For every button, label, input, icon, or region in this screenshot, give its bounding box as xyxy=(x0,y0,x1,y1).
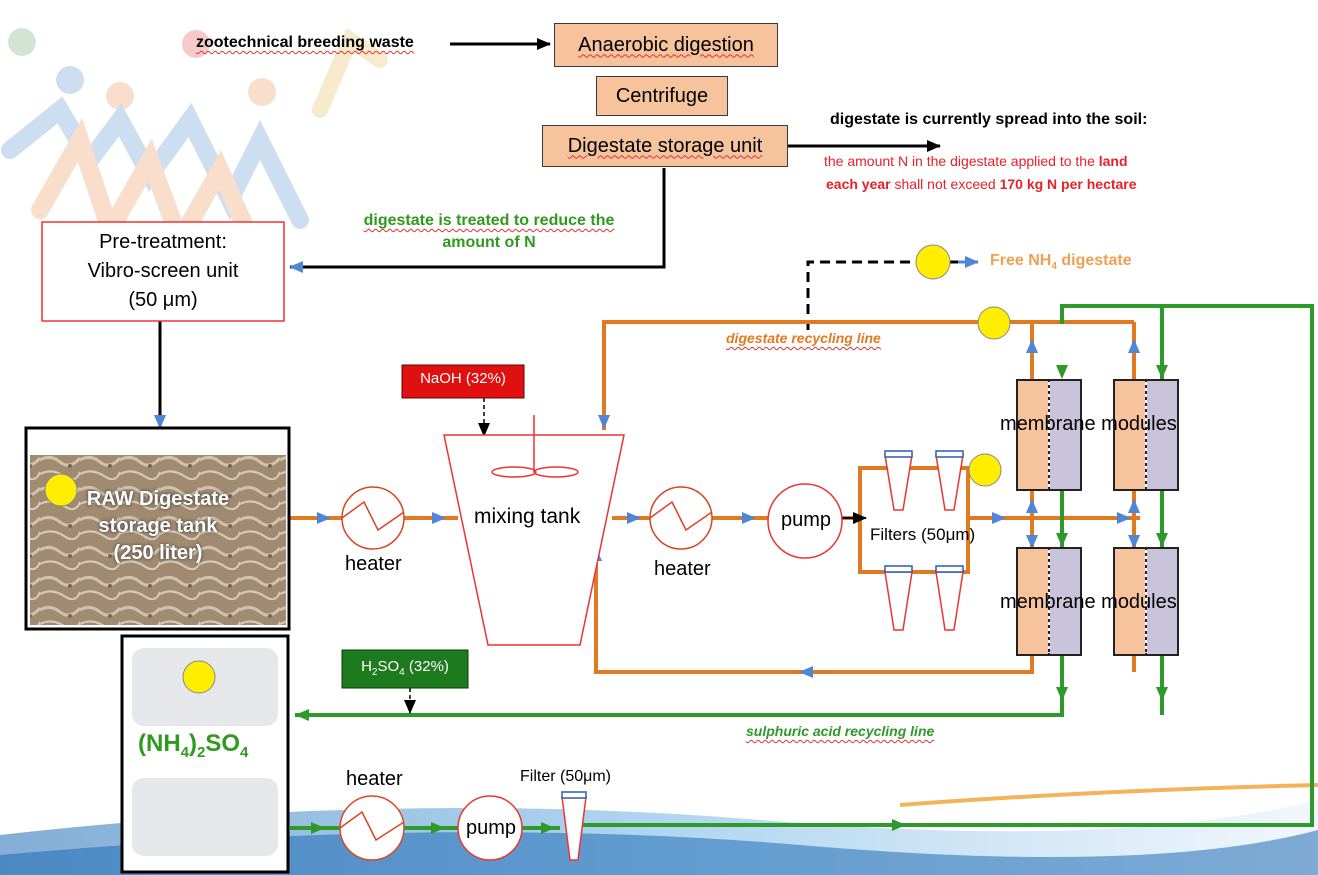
digestate-storage-box: Digestate storage unit xyxy=(542,125,788,167)
product-sub1: 4 xyxy=(180,743,189,761)
marker-raw-tank xyxy=(44,473,78,507)
naoh-tag xyxy=(401,364,525,399)
spread-title: digestate is currently spread into the s… xyxy=(830,111,1148,128)
treated-line-1: digestate is treated to reduce the xyxy=(363,212,615,229)
dashed-free-nh4-line xyxy=(806,260,958,330)
pretreatment-line-3: (50 μm) xyxy=(128,289,198,311)
filters-group xyxy=(884,450,964,631)
raw-tank-line-3: (250 liter) xyxy=(113,542,203,564)
green-flow-arrows xyxy=(295,350,1168,834)
bottom-wave xyxy=(0,783,1318,875)
recycling-line-label: digestate recycling line xyxy=(726,330,881,346)
centrifuge-label: Centrifuge xyxy=(615,84,709,107)
heater-1 xyxy=(341,486,405,550)
treated-line-2: amount of N xyxy=(442,234,536,251)
membrane-module-3 xyxy=(1016,547,1082,656)
treated-note: digestate is treated to reduce the amoun… xyxy=(334,212,644,252)
membrane-module-1 xyxy=(1016,379,1082,491)
marker-filters xyxy=(968,453,1002,487)
free-nh4-sub: 4 xyxy=(1051,261,1057,273)
heater-3 xyxy=(339,795,405,861)
free-nh4-a: Free NH xyxy=(990,252,1052,269)
h2so4-label: H2SO4 (32%) xyxy=(342,658,468,678)
limit-line-1: the amount N in the digestate applied to… xyxy=(824,153,1128,169)
raw-tank-line-2: storage tank xyxy=(98,515,218,537)
free-nh4-label: Free NH4 digestate xyxy=(990,252,1132,272)
h2so4-c: (32%) xyxy=(404,658,449,675)
acid-line-text: sulphuric acid recycling line xyxy=(746,723,935,739)
raw-digestate-tank xyxy=(24,426,291,631)
filters-label: Filters (50μm) xyxy=(870,525,976,544)
free-nh4-b: digestate xyxy=(1056,252,1132,269)
heater-2-label: heater xyxy=(654,558,711,580)
raw-tank-text: RAW Digestate storage tank (250 liter) xyxy=(30,486,286,567)
h2so4-sub1: 2 xyxy=(371,667,378,678)
product-a: (NH xyxy=(138,730,181,757)
marker-recycling xyxy=(977,306,1011,340)
membrane-module-2 xyxy=(1113,379,1179,491)
arrow-to-pretreatment xyxy=(289,168,666,273)
product-sub3: 4 xyxy=(240,743,249,761)
membrane-module-4 xyxy=(1113,547,1179,656)
marker-product-tank xyxy=(182,660,216,694)
recycling-line-text: digestate recycling line xyxy=(726,330,881,346)
limit-text-e: 170 kg N per hectare xyxy=(999,176,1137,192)
naoh-label: NaOH (32%) xyxy=(420,370,506,387)
pretreatment-line-1: Pre-treatment: xyxy=(99,231,227,253)
pretreatment-box xyxy=(41,221,285,322)
input-waste-label: zootechnical breeding waste xyxy=(196,34,414,52)
anaerobic-digestion-box: Anaerobic digestion xyxy=(554,23,778,67)
product-b: ) xyxy=(189,730,197,757)
limit-text-c: each year xyxy=(826,176,891,192)
pretreatment-text: Pre-treatment: Vibro-screen unit (50 μm) xyxy=(42,228,284,315)
pump-2-label: pump xyxy=(466,817,517,839)
limit-text-a: the amount N in the digestate applied to… xyxy=(824,153,1095,169)
limit-line-2: each year shall not exceed 170 kg N per … xyxy=(826,176,1137,192)
limit-text-b: land xyxy=(1098,153,1128,169)
product-sub2: 2 xyxy=(197,743,206,761)
heater-1-label: heater xyxy=(345,553,402,575)
heater-2 xyxy=(649,486,713,550)
h2so4-sub2: 4 xyxy=(399,667,405,678)
pump-2 xyxy=(457,795,523,861)
membrane-modules-label-top: membrane modules xyxy=(1000,413,1177,435)
digestate-storage-label: Digestate storage unit xyxy=(567,134,763,157)
acid-line-label: sulphuric acid recycling line xyxy=(746,723,934,739)
blue-flow-arrows xyxy=(310,339,1140,678)
h2so4-tag xyxy=(341,649,469,689)
pump-1-label: pump xyxy=(781,509,832,531)
ammonium-sulphate-label: (NH4)2SO4 xyxy=(138,730,248,761)
mixing-tank xyxy=(443,415,625,646)
pump-1 xyxy=(767,483,843,559)
filter-label: Filter (50μm) xyxy=(520,768,611,785)
background-logo xyxy=(1,28,388,269)
sampling-markers xyxy=(44,244,1011,694)
centrifuge-box: Centrifuge xyxy=(596,76,728,116)
heater-3-label: heater xyxy=(346,768,403,790)
mixing-tank-label: mixing tank xyxy=(474,505,581,528)
raw-tank-line-1: RAW Digestate xyxy=(86,488,230,510)
pretreatment-line-2: Vibro-screen unit xyxy=(87,260,239,282)
input-waste-text: zootechnical breeding waste xyxy=(196,34,414,51)
membrane-modules-label-bottom: membrane modules xyxy=(1000,591,1177,613)
product-c: SO xyxy=(205,730,241,757)
h2so4-b: SO xyxy=(377,658,400,675)
marker-free-nh4 xyxy=(915,244,951,280)
h2so4-a: H xyxy=(361,658,372,675)
anaerobic-digestion-label: Anaerobic digestion xyxy=(578,33,754,56)
limit-text-d: shall not exceed xyxy=(894,176,996,192)
filter-single xyxy=(561,791,587,861)
